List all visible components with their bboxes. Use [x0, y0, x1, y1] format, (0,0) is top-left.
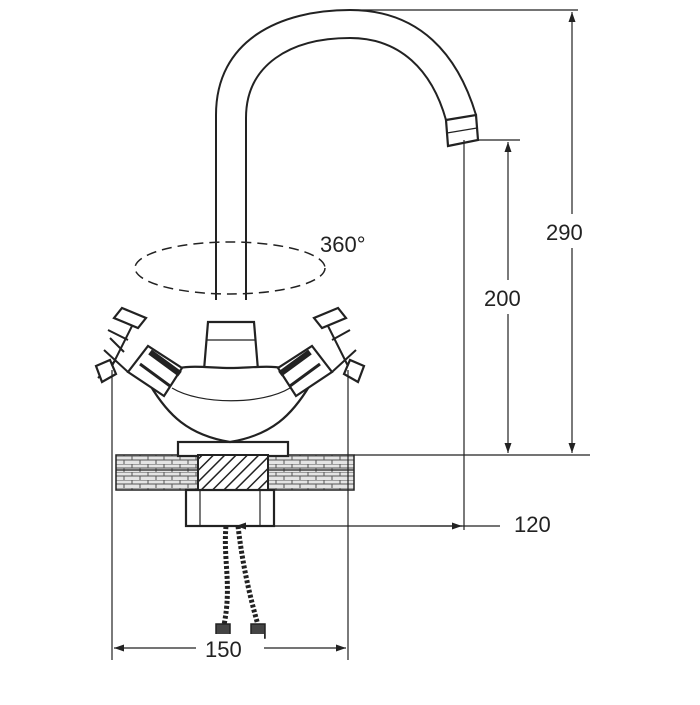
left-handle [94, 306, 184, 398]
spout-reach-label: 120 [514, 512, 551, 537]
dimension-spout-reach: 120 [234, 512, 551, 537]
spout [215, 8, 480, 300]
dimension-base-width: 150 [114, 634, 346, 664]
rotation-label: 360° [320, 232, 366, 257]
mounting-stem [176, 440, 290, 528]
supply-hoses [215, 525, 266, 639]
extension-lines [111, 9, 590, 660]
total-height-label: 290 [546, 220, 583, 245]
spout-height-label: 200 [484, 286, 521, 311]
base-width-label: 150 [205, 637, 242, 662]
right-handle [276, 306, 366, 398]
dimension-total-height: 290 [540, 11, 604, 453]
dimension-spout-height: 200 [478, 142, 542, 453]
rotation-indicator: 360° [134, 232, 366, 295]
